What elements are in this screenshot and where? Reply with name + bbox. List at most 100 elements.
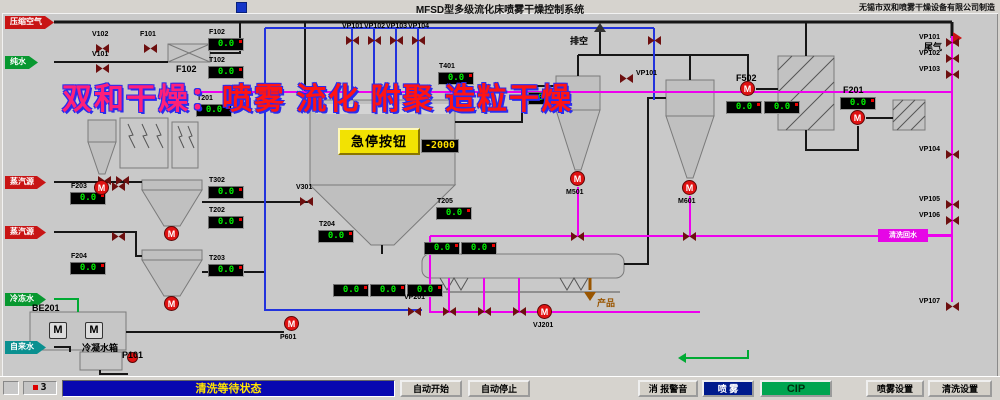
valve-label: VP103 [386,23,408,30]
vp101-valve-icon[interactable] [346,32,359,45]
valve-icon[interactable] [648,32,661,45]
air-distribution-pipes [264,27,655,311]
t401-display: 0.0 [438,72,474,85]
valve-label: VP104 [919,146,941,153]
cip-button[interactable]: CIP [760,380,832,397]
valve-label: VP101 [342,23,364,30]
f204-display: 0.0 [70,262,106,275]
value-display: 0.0 [424,242,460,255]
motor-label: M601 [678,198,696,205]
valve-label: VP102 [364,23,386,30]
motor-icon[interactable] [127,352,138,363]
vp103-valve-icon[interactable] [390,32,403,45]
main-air-duct [54,20,954,38]
valve-label: VP102 [919,50,941,57]
valve-icon[interactable] [513,303,526,316]
valve-icon[interactable] [478,303,491,316]
m601-motor-icon[interactable]: M [682,180,697,195]
green-flow-arrow [678,353,686,363]
m501-motor-icon[interactable]: M [570,171,585,186]
mute-alarm-button[interactable]: 消 报警音 [638,380,698,397]
vp101-valve-icon[interactable] [620,70,633,83]
p601-motor-icon[interactable]: M [284,316,299,331]
cip-return-label: 清洗回水 [878,229,928,242]
motor-label: M501 [566,189,584,196]
motor-icon[interactable]: M [85,322,103,339]
source-arrow: 蒸汽源 [5,226,46,239]
f203-display: 0.0 [70,192,106,205]
vj201-motor-icon[interactable]: M [537,304,552,319]
display-label: F203 [71,183,87,190]
value-display: 0.0 [370,284,406,297]
display-label: F204 [71,253,87,260]
motor-icon[interactable]: M [94,180,109,195]
vp105-valve-icon[interactable] [946,196,959,209]
valve-icon[interactable] [683,228,696,241]
display-label: F102 [209,29,225,36]
t205-display: 0.0 [436,207,472,220]
display-label: T203 [209,255,225,262]
valve-label: V102 [92,31,109,38]
motor-icon[interactable]: M [164,226,179,241]
display-label: T205 [437,198,453,205]
flow-label: 尾气 [924,42,943,52]
auto-start-button[interactable]: 自动开始 [400,380,462,397]
valve-label: VP107 [919,298,941,305]
motor-icon[interactable]: M [164,296,179,311]
motor-icon[interactable]: M [740,81,755,96]
valve-label: V301 [296,184,313,191]
vp102-valve-icon[interactable] [368,32,381,45]
equipment-label: 冷凝水箱 [82,343,119,353]
valve-label: VP106 [919,212,941,219]
auto-stop-button[interactable]: 自动停止 [468,380,530,397]
t302-display: 0.0 [208,186,244,199]
window-title: MFSD型多级流化床喷雾干燥控制系统 [415,5,585,16]
valve-label: VP101 [636,70,658,77]
water-pipes [54,298,749,359]
valve-icon[interactable] [116,172,129,185]
vp107-valve-icon[interactable] [946,298,959,311]
app-icon [236,2,247,13]
valve-icon[interactable] [112,228,125,241]
f102-display: 0.0 [208,38,244,51]
valve-icon[interactable] [112,178,125,191]
valve-label: VP103 [919,66,941,73]
valve-icon[interactable] [571,228,584,241]
valve-label: VP104 [408,23,430,30]
valve-label: VP105 [919,196,941,203]
emergency-stop-button[interactable]: 急停按钮 [338,128,420,155]
valve-label: VP101 [919,34,941,41]
vp101-valve-icon[interactable] [946,34,959,47]
value-display: 0.0 [461,242,497,255]
display-label: T202 [209,207,225,214]
display-label: T102 [209,57,225,64]
t102-display: 0.0 [208,66,244,79]
t201-display: 0.0 [196,104,232,117]
v102-valve-icon[interactable] [96,40,109,53]
valve-label: VP201 [404,294,426,301]
v101-valve-icon[interactable] [96,60,109,73]
vp201-valve-icon[interactable] [408,303,421,316]
manufacturer-label: 无锡市双和喷雾干燥设备有限公司制造 [859,3,995,12]
f101-valve-icon[interactable] [144,40,157,53]
source-arrow: 自来水 [5,341,46,354]
title-bar: MFSD型多级流化床喷雾干燥控制系统 无锡市双和喷雾干燥设备有限公司制造 [0,0,1000,16]
motor-icon[interactable]: M [850,110,865,125]
display-label: T204 [319,221,335,228]
v301-valve-icon[interactable] [300,193,313,206]
valve-icon[interactable] [443,303,456,316]
motor-icon[interactable]: M [49,322,67,339]
spray-button[interactable]: 喷 雾 [702,380,754,397]
vp102-valve-icon[interactable] [946,50,959,63]
vp106-valve-icon[interactable] [946,212,959,225]
value-display: 0.0 [333,284,369,297]
vp104-valve-icon[interactable] [412,32,425,45]
vp104-valve-icon[interactable] [946,146,959,159]
display-label: T302 [209,177,225,184]
vp103-valve-icon[interactable] [946,66,959,79]
clean-settings-button[interactable]: 清洗设置 [928,380,992,397]
counter-value: 3 [40,382,47,393]
spray-settings-button[interactable]: 喷雾设置 [866,380,924,397]
